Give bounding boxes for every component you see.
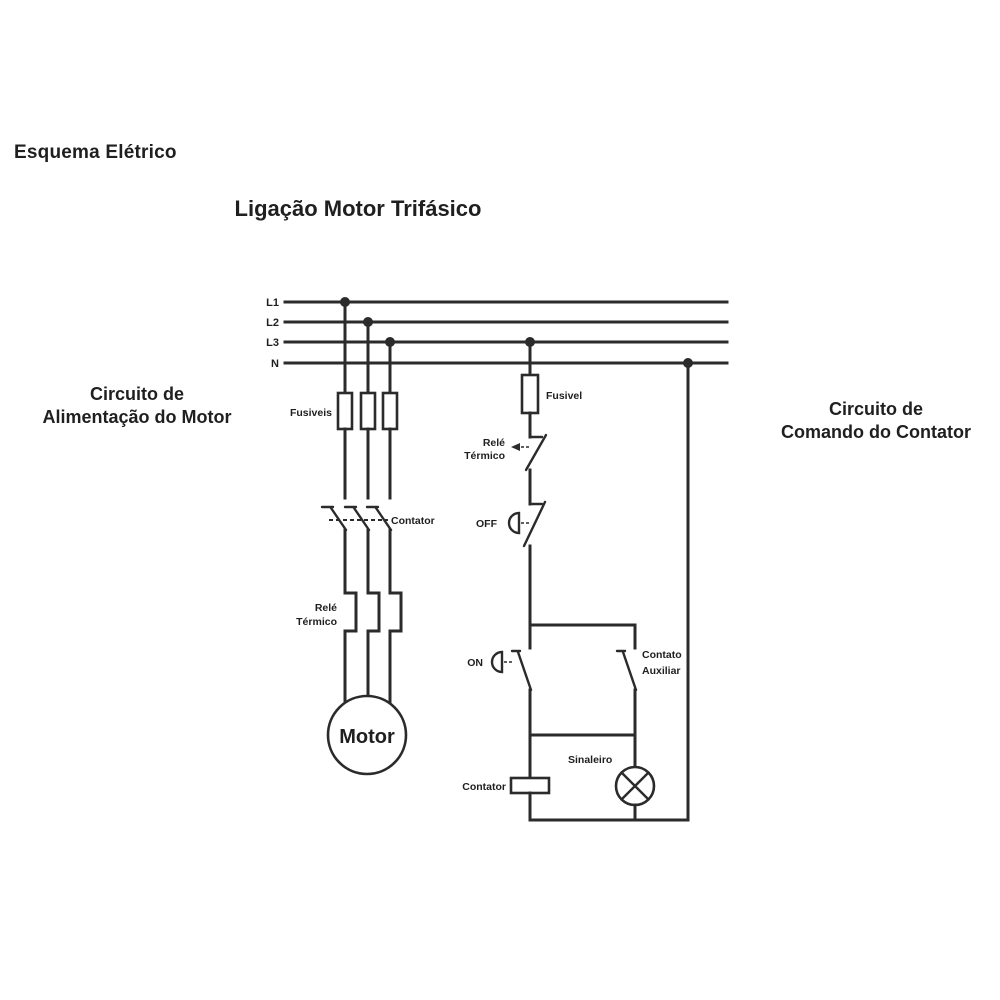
coil-box [509, 776, 551, 795]
label-l1: L1 [266, 297, 279, 309]
command-thermal-label-line1: Relé [483, 437, 505, 449]
off-nc-blade [522, 500, 547, 548]
thermal-relay-label-line2: Térmico [296, 616, 337, 628]
motor-label: Motor [339, 726, 395, 748]
left-circuit-caption: Circuito de Alimentação do Motor [18, 383, 256, 429]
fuse-a [336, 391, 354, 431]
thermal-relay-nc-contact: Relé Térmico [464, 433, 548, 472]
right-circuit-caption: Circuito de Comando do Contator [757, 398, 995, 444]
motor-feeder-circuit: Fusiveis Contator Relé Térmico [290, 300, 435, 776]
left-circuit-caption-line1: Circuito de [89, 384, 184, 404]
aux-no-blade [621, 650, 638, 692]
thermal-relay-element: Relé Térmico [296, 591, 403, 708]
thermal-bump-a [343, 591, 358, 708]
fuses-label: Fusiveis [290, 407, 332, 419]
thermal-bump-b [366, 591, 381, 701]
power-bus: L1 L2 L3 N [266, 297, 729, 370]
pilot-light: Sinaleiro [568, 733, 656, 822]
on-label: ON [467, 657, 483, 669]
off-button-icon [507, 511, 521, 535]
thermal-trip-arrow-icon [511, 443, 520, 451]
on-button-icon [490, 650, 504, 674]
fuse-c [381, 391, 399, 431]
motor-circle [326, 694, 408, 776]
on-button-contact: ON [467, 649, 533, 692]
off-label: OFF [476, 518, 498, 530]
thermal-bump-c [388, 591, 403, 708]
right-circuit-caption-line2: Comando do Contator [781, 422, 971, 442]
contact-b-blade [352, 506, 371, 532]
aux-contact: Contato Auxiliar [615, 649, 682, 692]
contact-c-blade [374, 506, 393, 532]
label-l2: L2 [266, 317, 279, 329]
thermal-nc-blade [524, 433, 548, 472]
command-fuse-label: Fusivel [546, 390, 582, 402]
contactor-coil: Contator [462, 733, 551, 822]
contactor-main-contacts: Contator [320, 505, 435, 532]
coil-label: Contator [462, 781, 506, 793]
label-n: N [271, 358, 279, 370]
aux-contact-label-line1: Contato [642, 649, 682, 661]
aux-contact-label-line2: Auxiliar [642, 665, 681, 677]
fuse-bank: Fusiveis [290, 391, 399, 431]
motor-symbol: Motor [326, 694, 408, 776]
diagram-title: Ligação Motor Trifásico [234, 196, 482, 221]
page-heading: Esquema Elétrico [14, 142, 177, 163]
left-circuit-caption-line2: Alimentação do Motor [42, 407, 232, 427]
command-thermal-label-line2: Térmico [464, 450, 505, 462]
lamp-cross-2 [620, 771, 650, 801]
label-l3: L3 [266, 337, 279, 349]
on-no-blade [516, 650, 533, 692]
off-button-contact: OFF [476, 500, 547, 548]
contactor-command-circuit: Fusivel Relé Térmico OFF [462, 340, 690, 822]
thermal-relay-label-line1: Relé [315, 602, 337, 614]
fuse-b [359, 391, 377, 431]
contactor-label: Contator [391, 515, 435, 527]
pilot-light-label: Sinaleiro [568, 754, 612, 766]
right-circuit-caption-line1: Circuito de [828, 399, 923, 419]
command-fuse [520, 373, 540, 415]
